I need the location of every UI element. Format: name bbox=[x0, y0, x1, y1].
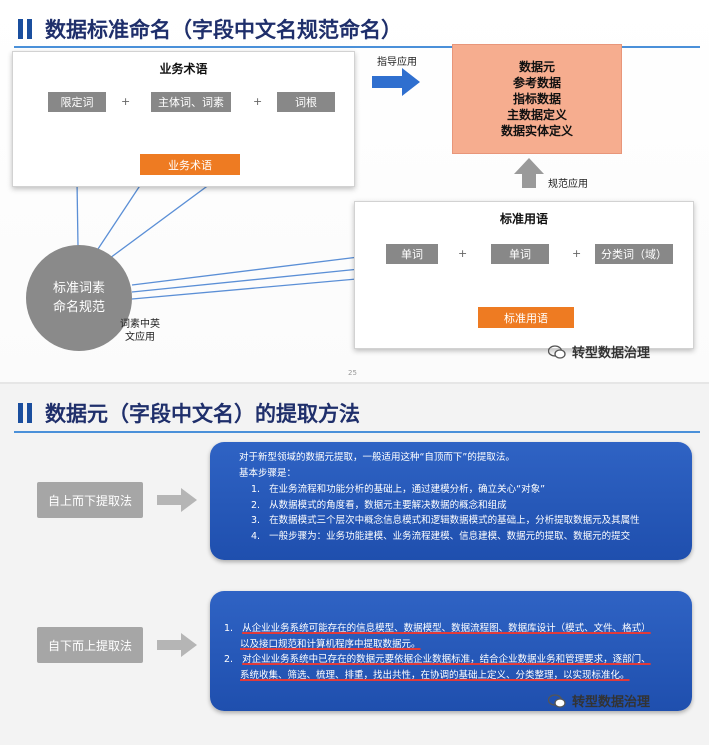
right-arrow-icon bbox=[157, 633, 197, 657]
step-item: 3. 在数据模式三个层次中概念信息模式和逻辑数据模式的基础上，分析提取数据元及其… bbox=[251, 513, 640, 529]
caption-line: 词素中英 bbox=[120, 319, 160, 330]
target-item: 主数据定义 bbox=[506, 108, 567, 122]
circle-line: 命名规范 bbox=[52, 300, 105, 315]
morpheme-caption: 词素中英 文应用 bbox=[120, 318, 160, 344]
item-text: 对企业业务系统中已存在的数据元要依据企业数据标准，结合企业数据业务和管理要求，逐… bbox=[242, 654, 651, 665]
step-number: 2. bbox=[251, 499, 261, 511]
step-number: 1. bbox=[251, 484, 261, 495]
word-box-1: 单词 bbox=[386, 244, 438, 264]
norm-application-label: 规范应用 bbox=[548, 179, 588, 190]
bottom-up-item: 2. 对企业业务系统中已存在的数据元要依据企业数据标准，结合企业数据业务和管理要… bbox=[224, 652, 651, 668]
plus-sign: + bbox=[458, 247, 468, 260]
standard-term-heading: 标准用语 bbox=[499, 212, 548, 226]
target-item: 数据元 bbox=[518, 60, 555, 74]
circle-line: 标准词素 bbox=[52, 281, 105, 296]
caption-line: 文应用 bbox=[125, 332, 155, 343]
item-text: 从企业业务系统可能存在的信息模型、数据模型、数据流程图、数据库设计（模式、文件、… bbox=[242, 623, 651, 634]
top-down-intro: 对于新型领域的数据元提取，一般适用这种“自顶而下”的提取法。 bbox=[239, 452, 515, 463]
slide1-title: 数据标准命名（字段中文名规范命名） bbox=[45, 18, 402, 42]
standard-term-result: 标准用语 bbox=[478, 307, 574, 328]
title-bar-icon bbox=[18, 403, 32, 423]
root-word-box: 词根 bbox=[277, 92, 335, 112]
item-text: 系统收集、筛选、梳理、排重，找出共性，在协调的基础上定义、分类整理，以实现标准化… bbox=[240, 669, 630, 681]
plus-sign: + bbox=[572, 247, 582, 260]
watermark-text: 转型数据治理 bbox=[572, 695, 651, 710]
target-item: 数据实体定义 bbox=[500, 124, 573, 138]
classifier-word-box: 分类词（域） bbox=[595, 244, 673, 264]
step-text: 一般步骤为：业务功能建模、业务流程建模、信息建模、数据元的提取、数据元的提交 bbox=[269, 530, 631, 542]
step-text: 在业务流程和功能分析的基础上，通过建模分析，确立关心“对象” bbox=[269, 484, 545, 495]
watermark-text: 转型数据治理 bbox=[572, 346, 651, 361]
slide-data-element-extraction: 数据元（字段中文名）的提取方法 自上而下提取法 对于新型领域的数据元提取，一般适… bbox=[0, 384, 709, 745]
guide-application-label: 指导应用 bbox=[377, 57, 417, 68]
target-item: 指标数据 bbox=[512, 92, 561, 106]
step-number: 4. bbox=[251, 530, 261, 542]
top-down-description-card: 对于新型领域的数据元提取，一般适用这种“自顶而下”的提取法。 基本步骤是： 1.… bbox=[210, 442, 692, 560]
word-box-2: 单词 bbox=[491, 244, 549, 264]
business-term-panel: 业务术语 bbox=[12, 51, 355, 187]
plus-sign: + bbox=[253, 95, 263, 108]
steps-list: 1. 在业务流程和功能分析的基础上，通过建模分析，确立关心“对象” 2. 从数据… bbox=[251, 482, 640, 544]
step-item: 4. 一般步骤为：业务功能建模、业务流程建模、信息建模、数据元的提取、数据元的提… bbox=[251, 529, 640, 545]
right-arrow-icon bbox=[157, 488, 197, 512]
bottom-up-item: 1. 从企业业务系统可能存在的信息模型、数据模型、数据流程图、数据库设计（模式、… bbox=[224, 621, 651, 637]
basic-steps-label: 基本步骤是： bbox=[239, 468, 297, 479]
bottom-up-method-button: 自下而上提取法 bbox=[37, 627, 143, 663]
page-number: 25 bbox=[348, 369, 357, 377]
standard-morpheme-circle: 标准词素 命名规范 bbox=[26, 245, 132, 351]
bottom-up-description-card: 1. 从企业业务系统可能存在的信息模型、数据模型、数据流程图、数据库设计（模式、… bbox=[210, 591, 692, 711]
step-text: 从数据模式的角度看，数据元主要解决数据的概念和组成 bbox=[269, 499, 507, 511]
bottom-up-item-cont: 系统收集、筛选、梳理、排重，找出共性，在协调的基础上定义、分类整理，以实现标准化… bbox=[224, 668, 651, 684]
business-term-heading: 业务术语 bbox=[159, 62, 208, 76]
top-down-method-button: 自上而下提取法 bbox=[37, 482, 143, 518]
step-text: 在数据模式三个层次中概念信息模式和逻辑数据模式的基础上，分析提取数据元及其属性 bbox=[269, 515, 640, 526]
slide2-title: 数据元（字段中文名）的提取方法 bbox=[45, 402, 360, 426]
watermark: 转型数据治理 bbox=[547, 342, 651, 361]
subject-word-box: 主体词、词素 bbox=[151, 92, 231, 112]
bottom-up-item-cont: 以及接口规范和计算机程序中提取数据元。 bbox=[224, 637, 651, 653]
slide-data-standard-naming: 数据标准命名（字段中文名规范命名） 业务术语 限定词 + 主体词、词素 + bbox=[0, 0, 709, 382]
step-number: 3. bbox=[251, 515, 261, 526]
qualifier-box: 限定词 bbox=[48, 92, 106, 112]
item-number: 1. bbox=[224, 623, 234, 634]
plus-sign: + bbox=[121, 95, 131, 108]
slide-separator bbox=[0, 382, 709, 384]
item-number: 2. bbox=[224, 654, 234, 665]
bottom-up-list: 1. 从企业业务系统可能存在的信息模型、数据模型、数据流程图、数据库设计（模式、… bbox=[224, 621, 651, 683]
watermark: 转型数据治理 bbox=[547, 691, 651, 710]
step-item: 1. 在业务流程和功能分析的基础上，通过建模分析，确立关心“对象” bbox=[251, 482, 640, 498]
item-text: 以及接口规范和计算机程序中提取数据元。 bbox=[240, 638, 421, 650]
wechat-icon bbox=[547, 693, 566, 708]
title-underline bbox=[14, 46, 700, 48]
title-bar-icon bbox=[18, 19, 32, 39]
wechat-icon bbox=[547, 344, 566, 359]
target-item: 参考数据 bbox=[512, 76, 561, 90]
target-definitions-box: 数据元 参考数据 指标数据 主数据定义 数据实体定义 bbox=[452, 44, 622, 154]
step-item: 2. 从数据模式的角度看，数据元主要解决数据的概念和组成 bbox=[251, 498, 640, 514]
title-underline bbox=[14, 431, 700, 433]
business-term-result: 业务术语 bbox=[140, 154, 240, 175]
